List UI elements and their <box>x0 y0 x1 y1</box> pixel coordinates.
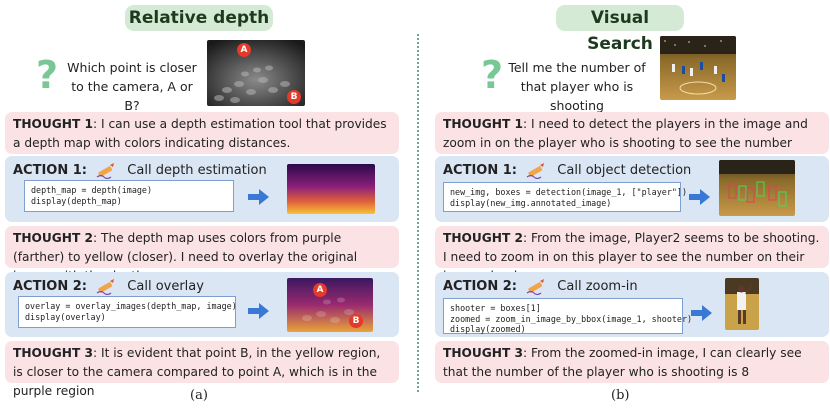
panel-divider <box>417 34 419 392</box>
right-arrow-icon <box>248 303 269 319</box>
right-question-text: Tell me the number of that player who is… <box>508 60 646 113</box>
caption-a: (a) <box>190 388 208 403</box>
action-2-header: ACTION 2: Call zoom-in <box>443 278 638 296</box>
zoomed-image <box>725 278 759 330</box>
right-arrow-icon <box>689 189 710 205</box>
action-2-header: ACTION 2: Call overlay <box>13 278 204 296</box>
thought-3-text: : It is evident that point B, in the yel… <box>13 346 381 398</box>
detection-image <box>719 160 795 216</box>
basketball-image <box>660 36 736 100</box>
action-1-desc: Call object detection <box>557 163 692 178</box>
right-thought-1: THOUGHT 1: I need to detect the players … <box>435 112 829 169</box>
thought-3-label: THOUGHT 3 <box>443 346 524 360</box>
action-1-header: ACTION 1: Call depth estimation <box>13 162 267 180</box>
pen-icon <box>96 278 115 295</box>
right-arrow-icon <box>691 305 712 321</box>
right-thought-3: THOUGHT 3: From the zoomed-in image, I c… <box>435 341 829 383</box>
action-2-code: shooter = boxes[1] zoomed = zoom_in_imag… <box>443 298 692 334</box>
thought-1-label: THOUGHT 1 <box>13 117 94 131</box>
action-1-code: depth_map = depth(image) display(depth_m… <box>24 180 234 212</box>
left-action-1: ACTION 1: Call depth estimation depth_ma… <box>5 156 399 222</box>
thought-3-text: : From the zoomed-in image, I can clearl… <box>443 346 802 379</box>
right-arrow-icon <box>248 189 269 205</box>
overlay-image: A B <box>287 278 373 332</box>
action-2-desc: Call overlay <box>127 279 204 294</box>
thought-2-label: THOUGHT 2 <box>443 231 524 245</box>
thought-3-label: THOUGHT 3 <box>13 346 94 360</box>
thought-1-text: : I can use a depth estimation tool that… <box>13 117 387 150</box>
action-2-code: overlay = overlay_images(depth_map, imag… <box>18 296 237 328</box>
left-question-text: Which point is closer to the camera, A o… <box>67 60 197 113</box>
action-2-desc: Call zoom-in <box>557 279 638 294</box>
visual-search-header: Visual Search <box>556 5 684 54</box>
marker-b: B <box>287 90 301 104</box>
right-action-1: ACTION 1: Call object detection new_img,… <box>435 156 829 222</box>
question-icon: ? <box>36 53 59 97</box>
action-1-desc: Call depth estimation <box>127 163 267 178</box>
pen-icon <box>526 278 545 295</box>
action-2-label: ACTION 2: <box>13 279 88 294</box>
left-thought-2: THOUGHT 2: The depth map uses colors fro… <box>5 226 399 283</box>
action-1-code: new_img, boxes = detection(image_1, ["pl… <box>443 182 687 212</box>
relative-depth-header: Relative depth <box>125 5 273 31</box>
right-action-2: ACTION 2: Call zoom-in shooter = boxes[1… <box>435 272 829 337</box>
thought-2-label: THOUGHT 2 <box>13 231 94 245</box>
overlay-marker-a: A <box>313 283 327 297</box>
action-1-label: ACTION 1: <box>443 163 518 178</box>
left-thought-3: THOUGHT 3: It is evident that point B, i… <box>5 341 399 398</box>
right-thought-2: THOUGHT 2: From the image, Player2 seems… <box>435 226 829 283</box>
marker-a: A <box>237 43 251 57</box>
pen-icon <box>96 162 115 179</box>
thought-1-label: THOUGHT 1 <box>443 117 524 131</box>
left-action-2: ACTION 2: Call overlay overlay = overlay… <box>5 272 399 337</box>
pebbles-image: A B <box>207 40 305 106</box>
action-2-label: ACTION 2: <box>443 279 518 294</box>
overlay-marker-b: B <box>349 314 363 328</box>
action-1-header: ACTION 1: Call object detection <box>443 162 691 180</box>
action-1-label: ACTION 1: <box>13 163 88 178</box>
caption-b: (b) <box>611 388 630 403</box>
left-thought-1: THOUGHT 1: I can use a depth estimation … <box>5 112 399 154</box>
depth-map-image <box>287 164 375 214</box>
pen-icon <box>526 162 545 179</box>
question-icon: ? <box>481 53 504 97</box>
